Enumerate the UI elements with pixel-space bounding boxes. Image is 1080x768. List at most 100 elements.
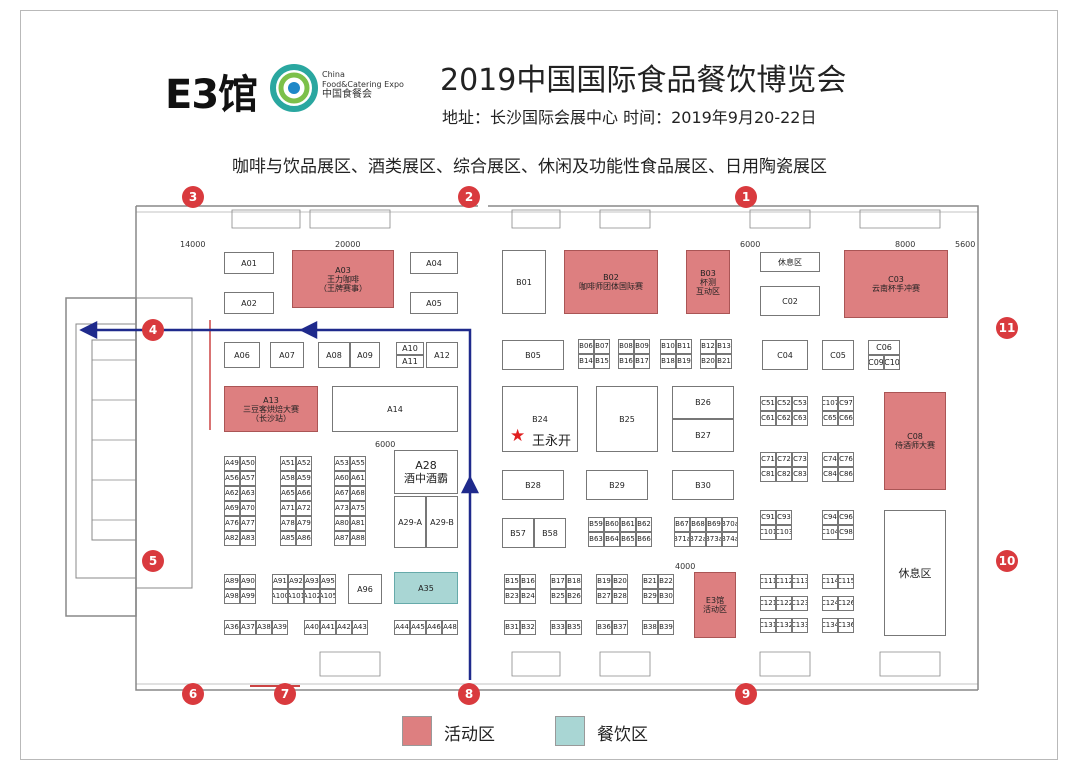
- booth-b71a[interactable]: B71a: [674, 532, 690, 547]
- booth-c107[interactable]: C107: [822, 396, 838, 411]
- booth-a73[interactable]: A73: [334, 501, 350, 516]
- booth-b72a[interactable]: B72a: [690, 532, 706, 547]
- booth-b37[interactable]: B37: [612, 620, 628, 635]
- booth-b58[interactable]: B58: [534, 518, 566, 548]
- booth-a52[interactable]: A52: [296, 456, 312, 471]
- booth-c103[interactable]: C103: [776, 525, 792, 540]
- booth-b23[interactable]: B23: [504, 589, 520, 604]
- booth-a58[interactable]: A58: [280, 471, 296, 486]
- booth-a02[interactable]: A02: [224, 292, 274, 314]
- booth-b16[interactable]: B16: [618, 354, 634, 369]
- booth-a14[interactable]: A14: [332, 386, 458, 432]
- booth-c81[interactable]: C81: [760, 467, 776, 482]
- booth-b20[interactable]: B20: [612, 574, 628, 589]
- booth-b57[interactable]: B57: [502, 518, 534, 548]
- booth-b13[interactable]: B13: [716, 339, 732, 354]
- booth-b14[interactable]: B14: [578, 354, 594, 369]
- booth-b19[interactable]: B19: [596, 574, 612, 589]
- booth-a88[interactable]: A88: [350, 531, 366, 546]
- booth-c82[interactable]: C82: [776, 467, 792, 482]
- booth-c74[interactable]: C74: [822, 452, 838, 467]
- booth-a78[interactable]: A78: [280, 516, 296, 531]
- booth-b08[interactable]: B08: [618, 339, 634, 354]
- booth-c83[interactable]: C83: [792, 467, 808, 482]
- booth-c08[interactable]: C08 侍酒师大赛: [884, 392, 946, 490]
- booth-c76[interactable]: C76: [838, 452, 854, 467]
- booth-b32[interactable]: B32: [520, 620, 536, 635]
- booth-b38[interactable]: B38: [642, 620, 658, 635]
- booth-b10[interactable]: B10: [660, 339, 676, 354]
- booth-b01[interactable]: B01: [502, 250, 546, 314]
- booth-a92[interactable]: A92: [288, 574, 304, 589]
- booth-a09[interactable]: A09: [350, 342, 380, 368]
- booth-b17[interactable]: B17: [634, 354, 650, 369]
- booth-c113[interactable]: C113: [792, 574, 808, 589]
- booth-a60[interactable]: A60: [334, 471, 350, 486]
- booth-a82[interactable]: A82: [224, 531, 240, 546]
- booth-b26[interactable]: B26: [672, 386, 734, 419]
- booth-b16[interactable]: B16: [520, 574, 536, 589]
- booth-a72[interactable]: A72: [296, 501, 312, 516]
- booth-a77[interactable]: A77: [240, 516, 256, 531]
- booth-a38[interactable]: A38: [256, 620, 272, 635]
- booth-c63[interactable]: C63: [792, 411, 808, 426]
- booth-b59[interactable]: B59: [588, 517, 604, 532]
- booth-b26[interactable]: B26: [566, 589, 582, 604]
- booth-a71[interactable]: A71: [280, 501, 296, 516]
- booth-c93[interactable]: C93: [776, 510, 792, 525]
- booth-a37[interactable]: A37: [240, 620, 256, 635]
- booth-c52[interactable]: C52: [776, 396, 792, 411]
- booth-b25[interactable]: B25: [550, 589, 566, 604]
- booth-c84[interactable]: C84: [822, 467, 838, 482]
- booth-a43[interactable]: A43: [352, 620, 368, 635]
- rest-area-bottom[interactable]: 休息区: [884, 510, 946, 636]
- booth-b39[interactable]: B39: [658, 620, 674, 635]
- booth-a99[interactable]: A99: [240, 589, 256, 604]
- booth-a101[interactable]: A101: [288, 589, 304, 604]
- booth-b74a[interactable]: B74a: [722, 532, 738, 547]
- booth-b06[interactable]: B06: [578, 339, 594, 354]
- booth-b20[interactable]: B20: [700, 354, 716, 369]
- booth-c114[interactable]: C114: [822, 574, 838, 589]
- booth-a98[interactable]: A98: [224, 589, 240, 604]
- booth-b25[interactable]: B25: [596, 386, 658, 452]
- booth-c115[interactable]: C115: [838, 574, 854, 589]
- booth-c133[interactable]: C133: [792, 618, 808, 633]
- booth-a62[interactable]: A62: [224, 486, 240, 501]
- booth-a07[interactable]: A07: [270, 342, 304, 368]
- booth-c86[interactable]: C86: [838, 467, 854, 482]
- booth-a03[interactable]: A03 王力咖啡 （王牌赛事）: [292, 250, 394, 308]
- booth-a76[interactable]: A76: [224, 516, 240, 531]
- booth-a51[interactable]: A51: [280, 456, 296, 471]
- rest-area-top[interactable]: 休息区: [760, 252, 820, 272]
- booth-a59[interactable]: A59: [296, 471, 312, 486]
- booth-a63[interactable]: A63: [240, 486, 256, 501]
- booth-a42[interactable]: A42: [336, 620, 352, 635]
- booth-a01[interactable]: A01: [224, 252, 274, 274]
- booth-b03[interactable]: B03 杯测 互动区: [686, 250, 730, 314]
- booth-b24[interactable]: B24: [520, 589, 536, 604]
- booth-c51[interactable]: C51: [760, 396, 776, 411]
- booth-a89[interactable]: A89: [224, 574, 240, 589]
- booth-c06[interactable]: C06: [868, 340, 900, 355]
- booth-c73[interactable]: C73: [792, 452, 808, 467]
- booth-c122[interactable]: C122: [776, 596, 792, 611]
- booth-a40[interactable]: A40: [304, 620, 320, 635]
- booth-b66[interactable]: B66: [636, 532, 652, 547]
- booth-b07[interactable]: B07: [594, 339, 610, 354]
- booth-a08[interactable]: A08: [318, 342, 350, 368]
- booth-b21[interactable]: B21: [716, 354, 732, 369]
- booth-c96[interactable]: C96: [838, 510, 854, 525]
- booth-a69[interactable]: A69: [224, 501, 240, 516]
- booth-c136[interactable]: C136: [838, 618, 854, 633]
- booth-c62[interactable]: C62: [776, 411, 792, 426]
- booth-b35[interactable]: B35: [566, 620, 582, 635]
- booth-b60[interactable]: B60: [604, 517, 620, 532]
- booth-a81[interactable]: A81: [350, 516, 366, 531]
- booth-a75[interactable]: A75: [350, 501, 366, 516]
- booth-c123[interactable]: C123: [792, 596, 808, 611]
- booth-e3-activity[interactable]: E3馆 活动区: [694, 572, 736, 638]
- booth-c124[interactable]: C124: [822, 596, 838, 611]
- booth-a56[interactable]: A56: [224, 471, 240, 486]
- booth-b21[interactable]: B21: [642, 574, 658, 589]
